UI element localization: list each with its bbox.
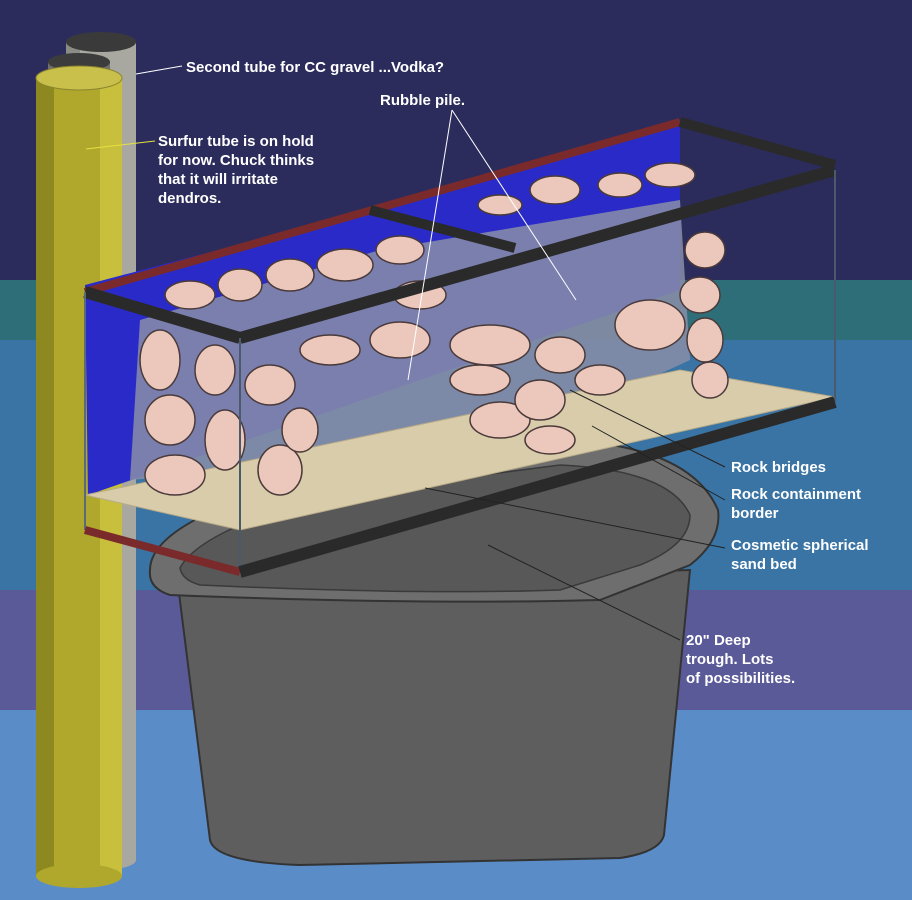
rock-containment-label: Rock containment border: [731, 485, 861, 523]
rock: [529, 175, 581, 205]
rock: [281, 407, 319, 453]
rock: [369, 321, 431, 359]
rock: [449, 324, 531, 366]
rock: [644, 162, 696, 188]
rock-containment-line: Rock containment: [731, 486, 862, 503]
rock: [164, 280, 216, 310]
rock: [614, 299, 686, 351]
rock: [144, 454, 206, 496]
rock-containment-line: border: [731, 505, 779, 522]
rock: [194, 344, 236, 396]
surfur-tube-line: for now. Chuck thinks: [158, 152, 315, 169]
rock: [316, 248, 374, 282]
rock: [449, 364, 511, 396]
second-tube-label: Second tube for CC gravel ...Vodka?: [186, 59, 445, 76]
surfur-tube-label: Surfur tube is on hold for now. Chuck th…: [158, 132, 314, 208]
rock: [574, 364, 626, 396]
trough-line: trough. Lots: [686, 651, 774, 668]
rock: [524, 425, 576, 455]
sand-bed-line: sand bed: [731, 556, 797, 573]
rock: [686, 317, 724, 363]
rock: [691, 361, 729, 399]
leader-lines: [85, 65, 726, 641]
trough-line: 20" Deep: [686, 632, 751, 649]
surfur-tube-line: that it will irritate: [158, 171, 279, 188]
rock: [139, 329, 181, 391]
rock: [534, 336, 586, 374]
rock: [144, 394, 196, 446]
rock-pile: [139, 162, 729, 496]
rock: [597, 172, 643, 198]
sand-bed-line: Cosmetic spherical: [731, 537, 869, 554]
rock: [469, 401, 531, 439]
rock: [477, 194, 523, 216]
surfur-tube-line: Surfur tube is on hold: [158, 133, 314, 150]
rock: [514, 379, 566, 421]
rock: [375, 235, 425, 265]
rock: [299, 334, 361, 366]
trough-line: of possibilities.: [686, 670, 796, 687]
surfur-tube-line: dendros.: [158, 190, 222, 207]
tank-frame: [83, 117, 837, 578]
trough-label: 20" Deep trough. Lots of possibilities.: [686, 631, 795, 688]
rock: [684, 231, 726, 269]
rubble-pile-label: Rubble pile.: [380, 92, 466, 109]
sand-bed-label: Cosmetic spherical sand bed: [731, 536, 869, 574]
rock: [244, 364, 296, 406]
rock: [204, 409, 246, 471]
rock: [217, 268, 263, 302]
rock-bridges-label: Rock bridges: [731, 459, 827, 476]
rock: [265, 258, 315, 292]
rock: [679, 276, 721, 314]
rock: [257, 444, 303, 496]
